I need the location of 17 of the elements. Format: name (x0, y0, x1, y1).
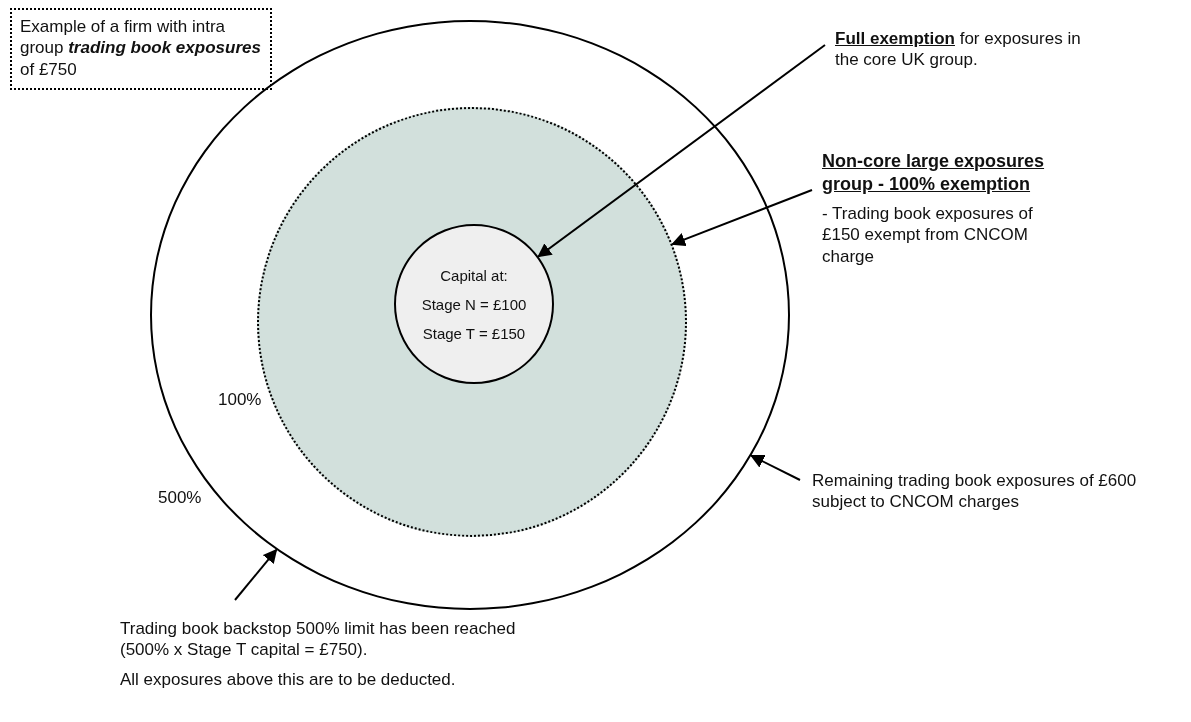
arrow (671, 189, 813, 247)
exemption-note: - Trading book exposures of £150 exempt from CNCOM charge (822, 203, 1034, 267)
arrow (537, 44, 826, 258)
note-text: Example of a firm with intra group trading book exposures of £750 (20, 16, 262, 80)
heading-text: Capital at: (440, 266, 508, 284)
section-heading: Non-core large exposures group - 100% exemption (822, 150, 1046, 195)
arrow (750, 454, 801, 481)
percent-label: 500% (158, 488, 202, 508)
percent-label: 100% (218, 390, 262, 410)
stage-text: Stage N = £100 (421, 295, 527, 313)
limit-note: Trading book backstop 500% limit has been reached (500% x Stage T capital = £750). (120, 618, 517, 661)
exemption-note: Full exemption for exposures in the core UK group. (835, 28, 1082, 71)
arrow (234, 548, 278, 601)
stage-text: Stage T = £150 (422, 324, 526, 342)
note-box (10, 8, 272, 90)
deduction-note: All exposures above this are to be deducted. (120, 668, 457, 690)
exposure-note: Remaining trading book exposures of £600 subject to CNCOM charges (812, 470, 1138, 513)
